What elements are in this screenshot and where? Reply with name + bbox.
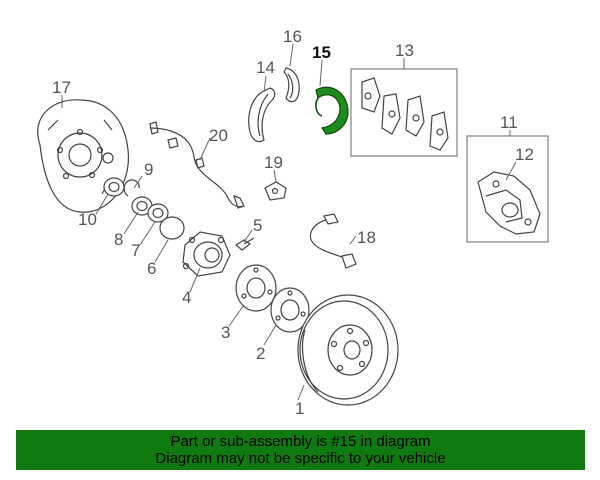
part-15-shoe-kit [315,86,349,135]
callout-8: 8 [114,230,123,249]
callout-10: 10 [78,210,97,229]
part-9-snap-ring [123,179,140,197]
callout-15: 15 [312,43,331,62]
callout-20: 20 [209,126,228,145]
part-8-bearing [131,196,153,216]
part-14-brake-shoe [248,87,276,143]
callout-12: 12 [515,145,534,164]
part-20-sensor-wire [149,121,245,209]
part-1-rotor [297,294,399,406]
part-13-pad-set [350,68,458,157]
callout-16: 16 [283,27,302,46]
callout-18: 18 [357,228,376,247]
notice-line-2: Diagram may not be specific to your vehi… [155,450,446,467]
callout-3: 3 [221,323,230,342]
part-4-hub [182,231,231,277]
part-11-caliper-assembly [466,135,549,243]
callout-13: 13 [395,41,414,60]
callout-11: 11 [500,113,518,132]
notice-banner: Part or sub-assembly is #15 in diagram D… [16,430,585,470]
part-19-bracket [264,181,287,201]
part-7-bearing [147,203,169,223]
part-10-seal [103,177,125,197]
callout-6: 6 [147,259,156,278]
leader-lines [61,43,517,401]
callout-19: 19 [264,153,283,172]
callout-7: 7 [131,241,140,260]
part-3-plate [235,264,277,312]
callout-5: 5 [253,216,262,235]
part-5-bolt [234,237,255,251]
notice-line-1: Part or sub-assembly is #15 in diagram [170,433,431,450]
callout-1: 1 [295,399,304,418]
callout-9: 9 [144,160,153,179]
callout-4: 4 [182,288,191,307]
callout-14: 14 [256,58,275,77]
part-2-plate [270,287,310,333]
part-16-brake-shoe [283,67,300,103]
part-6-ring [159,216,185,240]
callout-2: 2 [256,344,265,363]
callout-17: 17 [52,78,71,97]
part-18-brake-hose [309,213,357,269]
